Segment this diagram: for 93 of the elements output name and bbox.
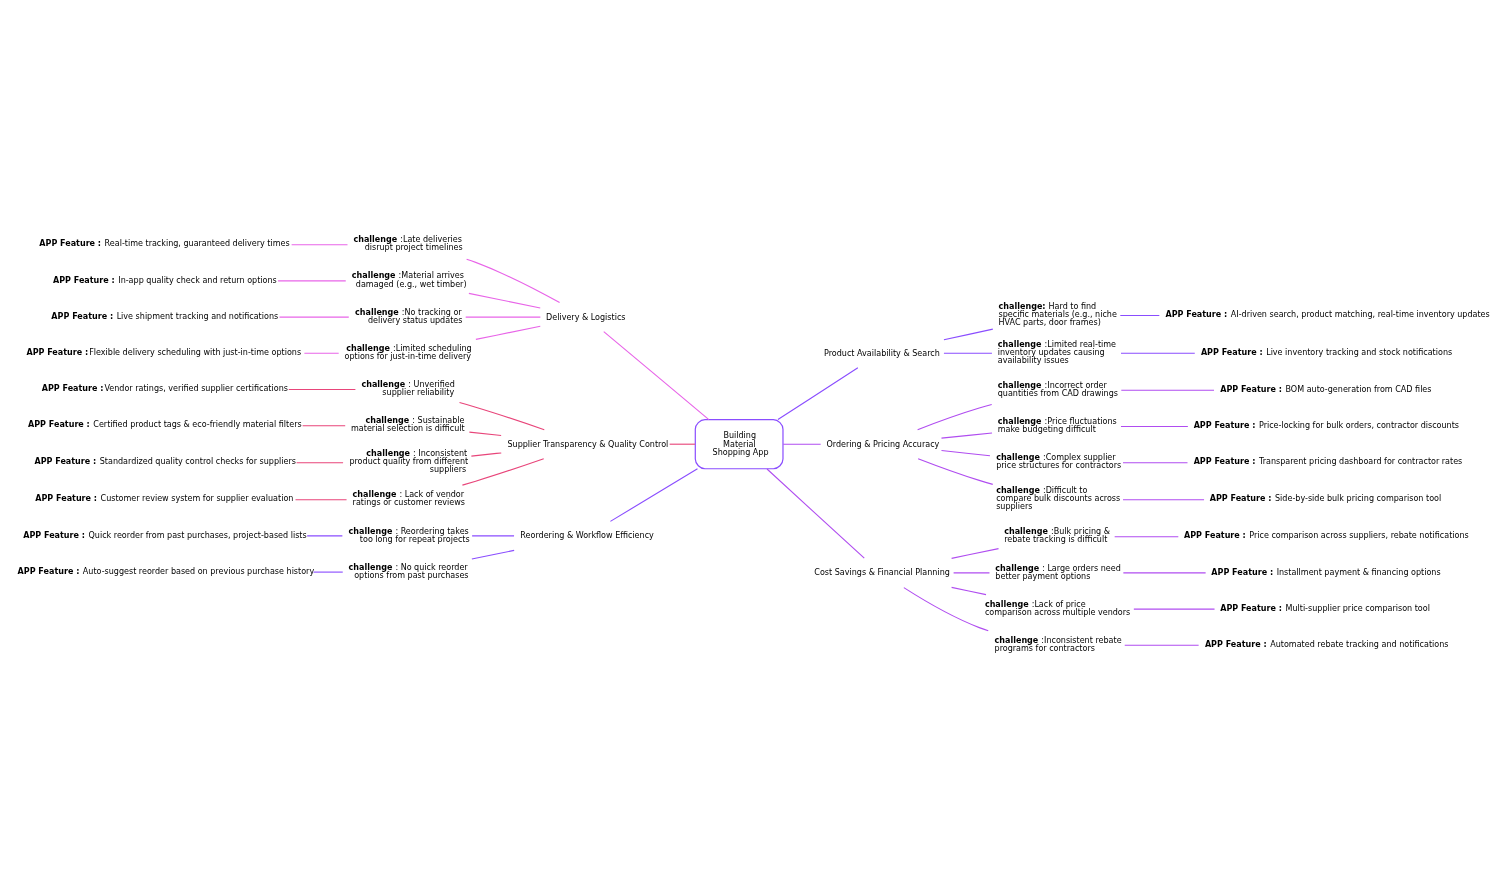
connector xyxy=(302,424,346,426)
connector xyxy=(312,571,344,573)
connector xyxy=(951,586,987,595)
node-text: challenge : Reordering takes too long for repeat projects xyxy=(348,525,470,544)
connector xyxy=(951,547,1000,559)
node-text: Ordering & Pricing Accuracy xyxy=(826,439,940,449)
node-text: challenge : Lack of vendor ratings or customer reviews xyxy=(352,489,466,507)
node-text: Reordering & Workflow Efficiency xyxy=(520,530,654,540)
connector xyxy=(461,457,545,486)
node-text: APP Feature : Price-locking for bulk orders, contractor discounts xyxy=(1193,420,1460,430)
connector xyxy=(766,467,865,559)
connector xyxy=(940,431,993,439)
connector xyxy=(940,449,991,456)
node-text: challenge :Price fluctuations make budgeting difficult xyxy=(997,416,1117,434)
connector xyxy=(278,316,350,318)
connector xyxy=(777,366,859,420)
connector xyxy=(917,403,993,430)
connector xyxy=(782,443,822,445)
node-text: challenge : Unverified supplier reliability xyxy=(361,379,455,397)
node-text: APP Feature : In-app quality check and return options xyxy=(52,275,277,285)
connector xyxy=(475,325,541,340)
connector xyxy=(1122,461,1189,463)
node-text: APP Feature : Transparent pricing dashboard for contractor rates xyxy=(1193,456,1463,466)
node-text: APP Feature : BOM auto-generation from CAD files xyxy=(1220,384,1432,394)
node-text: APP Feature : AI-driven search, product matching, real-time inventory updates xyxy=(1165,309,1490,319)
connector xyxy=(471,534,515,536)
node-text: Cost Savings & Financial Planning xyxy=(814,567,950,577)
connector xyxy=(943,328,994,340)
connector xyxy=(917,457,994,485)
node-text: APP Feature : Multi-supplier price comparison tool xyxy=(1220,603,1430,613)
connector xyxy=(466,258,561,303)
node-text: Product Availability & Search xyxy=(824,348,940,358)
node-text: challenge :Complex supplier price structures for contractors xyxy=(996,452,1122,470)
node-text: challenge : Inconsistent product quality from different suppliers xyxy=(349,448,469,474)
node-text: APP Feature : Price comparison across suppliers, rebate notifications xyxy=(1183,530,1469,540)
connector xyxy=(296,461,344,463)
connector xyxy=(1124,644,1200,646)
connector xyxy=(291,243,349,245)
connector xyxy=(1133,608,1216,610)
node-text: challenge :Material arrives damaged (e.g., wet timber) xyxy=(351,270,467,289)
connector xyxy=(943,352,993,354)
node-text: APP Feature : Quick reorder from past purchases, project-based lists xyxy=(23,530,307,540)
node-text: APP Feature : Auto-suggest reorder based on previous purchase history xyxy=(17,566,315,576)
node-text: challenge :Late deliveries disrupt project timelines xyxy=(353,234,463,252)
connector xyxy=(468,431,502,436)
connector xyxy=(471,549,515,560)
connector xyxy=(468,292,541,309)
connector xyxy=(1119,314,1160,316)
connector xyxy=(1120,425,1189,427)
connector xyxy=(303,352,340,354)
connector xyxy=(1120,389,1215,391)
connector xyxy=(1114,535,1179,537)
node-text: APP Feature : Certified product tags & eco-friendly material filters xyxy=(28,419,302,429)
connector xyxy=(1122,571,1207,573)
node-text: challenge :No tracking or delivery status updates xyxy=(355,307,463,325)
node-text: APP Feature : Installment payment & financing options xyxy=(1211,567,1441,577)
connector xyxy=(609,467,699,522)
node-text: APP Feature : Customer review system for supplier evaluation xyxy=(35,493,294,503)
node-text: challenge :Lack of price comparison across multiple vendors xyxy=(984,599,1131,617)
connector xyxy=(306,534,343,536)
connector xyxy=(294,498,348,500)
connector xyxy=(277,279,347,281)
node-text: challenge :Inconsistent rebate programs for contractors xyxy=(994,635,1122,653)
node-text: challenge :Incorrect order quantities from CAD drawings xyxy=(997,380,1118,398)
node-text: challenge : No quick reorder options from past purchases xyxy=(348,562,469,580)
node-text: Supplier Transparency & Quality Control xyxy=(507,439,669,449)
connector xyxy=(903,586,989,631)
node-text: APP Feature : Live shipment tracking and notifications xyxy=(51,311,279,321)
node-text: challenge: Hard to find specific materials (e.g., niche HVAC parts, door frames) xyxy=(998,301,1117,327)
connector xyxy=(1120,352,1196,354)
connector xyxy=(953,571,991,573)
connector xyxy=(1122,498,1205,500)
connector xyxy=(669,443,696,445)
node-text: challenge : Large orders need better payment options xyxy=(995,562,1121,581)
node-text: challenge :Bulk pricing & rebate tracking is difficult xyxy=(1004,526,1111,544)
connector xyxy=(458,401,545,430)
connector xyxy=(465,316,541,318)
connector xyxy=(288,388,356,390)
node-text: APP Feature : Standardized quality control checks for suppliers xyxy=(34,456,296,466)
node-box: Building Material Shopping App xyxy=(694,418,784,469)
node-text: Delivery & Logistics xyxy=(546,312,626,322)
node-text: challenge :Limited real-time inventory updates causing availability issues xyxy=(997,339,1117,365)
node-text: APP Feature : Automated rebate tracking and notifications xyxy=(1204,639,1449,649)
node-text: APP Feature : Live inventory tracking and stock notifications xyxy=(1200,347,1453,357)
node-text: APP Feature : Side-by-side bulk pricing comparison tool xyxy=(1209,493,1442,503)
node-text: challenge : Sustainable material selection is difficult xyxy=(351,415,465,433)
node-text: APP Feature : Real-time tracking, guaranteed delivery times xyxy=(39,238,290,248)
node-text: APP Feature :Vendor ratings, verified supplier certifications xyxy=(41,383,288,393)
connector xyxy=(603,330,710,420)
connector xyxy=(470,451,502,457)
node-text: APP Feature :Flexible delivery scheduling with just-in-time options xyxy=(26,347,302,357)
node-text: challenge :Limited scheduling options for just-in-time delivery xyxy=(344,343,472,361)
node-text: challenge :Difficult to compare bulk discounts across suppliers xyxy=(996,485,1121,511)
